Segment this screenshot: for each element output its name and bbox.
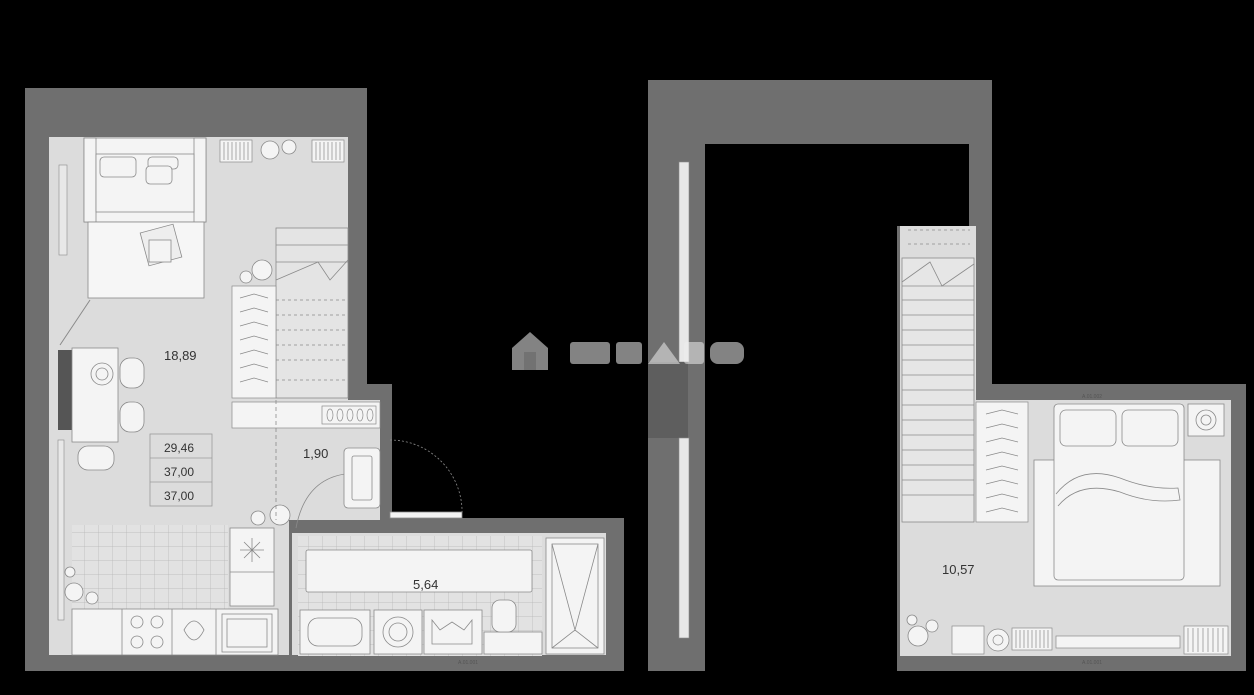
window-left-lower — [57, 439, 65, 621]
area-summary — [149, 433, 213, 507]
bed-icon — [1033, 403, 1221, 587]
kitchen-tiles — [72, 525, 228, 609]
area-bedroom: 10,57 — [942, 562, 975, 577]
radiator-icon — [951, 625, 1229, 655]
plant-icon — [64, 139, 297, 605]
area-hall: 1,90 — [303, 446, 328, 461]
summary-total-area: 37,00 — [164, 465, 194, 479]
shower-icon — [545, 537, 605, 655]
staircase-lower — [275, 227, 349, 399]
dining-table — [71, 347, 145, 471]
stove-icon — [130, 615, 164, 649]
rug — [87, 221, 205, 299]
wardrobe-upper — [975, 401, 1029, 523]
code-lower-level: A.01.001 — [458, 660, 478, 666]
shoe-cabinet — [231, 401, 381, 429]
staircase-upper — [901, 229, 975, 523]
radiator-icon — [219, 139, 345, 163]
sink-icon — [183, 613, 273, 653]
window-left-upper — [58, 164, 68, 256]
summary-total-with-balcony: 37,00 — [164, 489, 194, 503]
upper-window-top — [678, 161, 690, 363]
area-bath: 5,64 — [413, 577, 438, 592]
sofa-icon — [83, 137, 207, 223]
window-left-mid — [58, 350, 72, 430]
summary-living-area: 29,46 — [164, 441, 194, 455]
double-height-void — [705, 144, 897, 671]
wardrobe-lower — [231, 285, 277, 399]
entrance-door — [295, 439, 463, 529]
hall-cabinet — [343, 447, 381, 509]
code-upper-level: A.01.002 — [1082, 394, 1102, 400]
lower-level — [25, 88, 624, 671]
bathroom — [298, 536, 543, 656]
door-swing-living — [59, 299, 91, 346]
upper-window-pillar — [648, 362, 688, 438]
lamp-icon — [1187, 403, 1225, 437]
code-upper-level-bottom: A.01.001 — [1082, 660, 1102, 666]
watermark-logo — [512, 332, 744, 370]
upper-window-bottom — [678, 437, 690, 639]
upper-level — [648, 80, 1246, 671]
area-living: 18,89 — [164, 348, 197, 363]
